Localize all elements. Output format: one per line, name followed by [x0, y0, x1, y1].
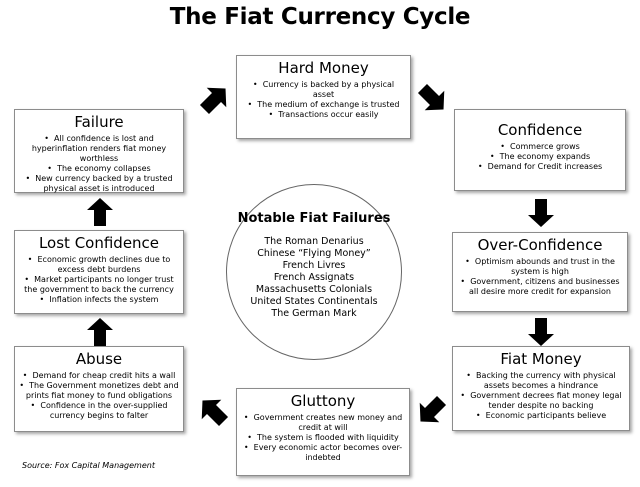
arrow-over-confidence-to-fiat-money-icon — [528, 318, 554, 346]
bullet: Optimism abounds and trust in the system… — [457, 257, 623, 277]
stage-confidence: Confidence Commerce grows The economy ex… — [454, 109, 626, 191]
bullet: Demand for Credit increases — [459, 162, 621, 172]
bullet: Confidence in the over-supplied currency… — [19, 401, 179, 421]
bullet: Transactions occur easily — [241, 110, 406, 120]
bullet: The economy expands — [459, 152, 621, 162]
stage-title: Hard Money — [278, 59, 369, 77]
bullet: The system is flooded with liquidity — [241, 433, 405, 443]
bullet: Market participants no longer trust the … — [19, 275, 179, 295]
arrow-lost-confidence-to-failure-icon — [87, 198, 113, 226]
bullet: Currency is backed by a physical asset — [241, 80, 406, 100]
notable-item: Massachusetts Colonials — [255, 284, 373, 295]
bullet: The economy collapses — [19, 164, 179, 174]
stage-hard-money: Hard Money Currency is backed by a physi… — [236, 55, 411, 139]
bullet: Every economic actor becomes over-indebt… — [241, 443, 405, 463]
bullet: Economic participants believe — [457, 411, 625, 421]
notable-item: United States Continentals — [250, 296, 378, 307]
bullet: The Government monetizes debt and prints… — [19, 381, 179, 401]
arrow-hard-money-to-confidence-icon — [417, 83, 445, 111]
arrow-abuse-to-lost-confidence-icon — [87, 318, 113, 346]
arrow-confidence-to-over-confidence-icon — [528, 199, 554, 227]
arrow-fiat-money-to-gluttony-icon — [419, 395, 447, 423]
bullet: New currency backed by a trusted physica… — [19, 174, 179, 194]
notable-item: The German Mark — [271, 308, 357, 319]
bullet: Government decrees fiat money legal tend… — [457, 391, 625, 411]
stage-abuse: Abuse Demand for cheap credit hits a wal… — [14, 346, 184, 432]
arrow-failure-to-hard-money-icon — [199, 87, 227, 115]
notable-heading: Notable Fiat Failures — [237, 211, 391, 226]
bullet: Inflation infects the system — [19, 295, 179, 305]
notable-item: French Assignats — [273, 272, 355, 283]
stage-title: Abuse — [75, 350, 123, 368]
stage-fiat-money: Fiat Money Backing the currency with phy… — [452, 346, 630, 431]
bullet: Government, citizens and businesses all … — [457, 277, 623, 297]
stage-title: Over-Confidence — [477, 236, 603, 254]
bullet: The medium of exchange is trusted — [241, 100, 406, 110]
notable-item: French Livres — [282, 260, 346, 271]
bullet: Backing the currency with physical asset… — [457, 371, 625, 391]
stage-over-confidence: Over-Confidence Optimism abounds and tru… — [452, 232, 628, 312]
arrow-gluttony-to-abuse-icon — [201, 399, 229, 427]
notable-failures-circle: Notable Fiat Failures The Roman Denarius… — [226, 184, 402, 360]
source-note: Source: Fox Capital Management — [22, 461, 155, 470]
diagram-title: The Fiat Currency Cycle — [169, 4, 471, 30]
bullet: All confidence is lost and hyperinflatio… — [19, 134, 179, 164]
stage-lost-confidence: Lost Confidence Economic growth declines… — [14, 230, 184, 314]
bullet: Government creates new money and credit … — [241, 413, 405, 433]
notable-item: Chinese “Flying Money” — [257, 248, 371, 259]
notable-item: The Roman Denarius — [264, 236, 364, 247]
stage-failure: Failure All confidence is lost and hyper… — [14, 109, 184, 193]
bullet: Economic growth declines due to excess d… — [19, 255, 179, 275]
bullet: Demand for cheap credit hits a wall — [19, 371, 179, 381]
bullet: Commerce grows — [459, 142, 621, 152]
stage-gluttony: Gluttony Government creates new money an… — [236, 388, 410, 476]
stage-title: Fiat Money — [500, 350, 582, 368]
stage-title: Failure — [74, 113, 124, 131]
stage-title: Gluttony — [290, 392, 356, 410]
stage-title: Confidence — [497, 121, 583, 139]
stage-title: Lost Confidence — [38, 234, 160, 252]
